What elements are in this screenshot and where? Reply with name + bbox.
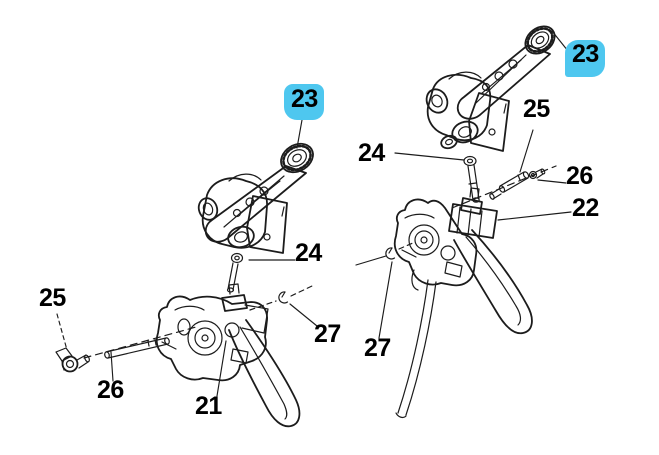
- left-assembly-art: [55, 119, 318, 428]
- leader-left-23: [296, 119, 303, 149]
- left-housing: [155, 283, 269, 382]
- leader-left-21: [216, 340, 227, 397]
- callout-24-right: 24: [358, 139, 385, 167]
- right-axis-dashed-line: [451, 165, 557, 209]
- left-lever-boss: [280, 142, 314, 174]
- right-lever-boss: [524, 25, 556, 55]
- left-axis-dashed-line: [83, 326, 197, 359]
- leader-right-25: [519, 129, 534, 173]
- right-clip-part: [355, 241, 416, 266]
- callout-25-right: 25: [523, 95, 550, 123]
- leader-right-26: [537, 179, 567, 184]
- callout-27-right: 27: [364, 334, 391, 362]
- callout-27-left: 27: [314, 320, 341, 348]
- left-link-pin-part: [226, 252, 244, 293]
- right-pin-parts: [489, 168, 546, 200]
- left-clip-part: [249, 285, 313, 311]
- right-link-pin-part: [463, 155, 480, 203]
- right-housing: [393, 187, 483, 291]
- left-lever-arm: [204, 165, 307, 243]
- left-bolt-part: [55, 347, 90, 373]
- callout-23-right-highlighted: 23: [565, 40, 605, 77]
- leader-right-27: [378, 261, 393, 339]
- left-lever-body: [197, 173, 288, 254]
- callout-25-left: 25: [39, 284, 66, 312]
- callout-24-left: 24: [295, 239, 322, 267]
- leader-right-24: [394, 152, 465, 161]
- left-handle-loop: [228, 319, 301, 428]
- right-cables: [395, 279, 437, 419]
- callout-23-left-highlighted: 23: [284, 84, 324, 120]
- right-assembly-art: [355, 25, 572, 419]
- callout-22-right: 22: [572, 194, 599, 222]
- right-handle-loop: [453, 229, 533, 335]
- callout-21-left: 21: [195, 392, 222, 420]
- leader-left-26: [110, 351, 114, 382]
- left-pin-part: [104, 337, 170, 359]
- leader-left-27: [289, 303, 318, 327]
- leader-left-25: [56, 313, 68, 351]
- leader-right-22: [497, 211, 572, 221]
- right-lever-body: [425, 71, 510, 152]
- right-leader-lines: [378, 30, 572, 339]
- right-bracket-block: [448, 203, 498, 239]
- left-leader-lines: [56, 119, 318, 397]
- callout-26-right: 26: [566, 162, 593, 190]
- callout-26-left: 26: [97, 376, 124, 404]
